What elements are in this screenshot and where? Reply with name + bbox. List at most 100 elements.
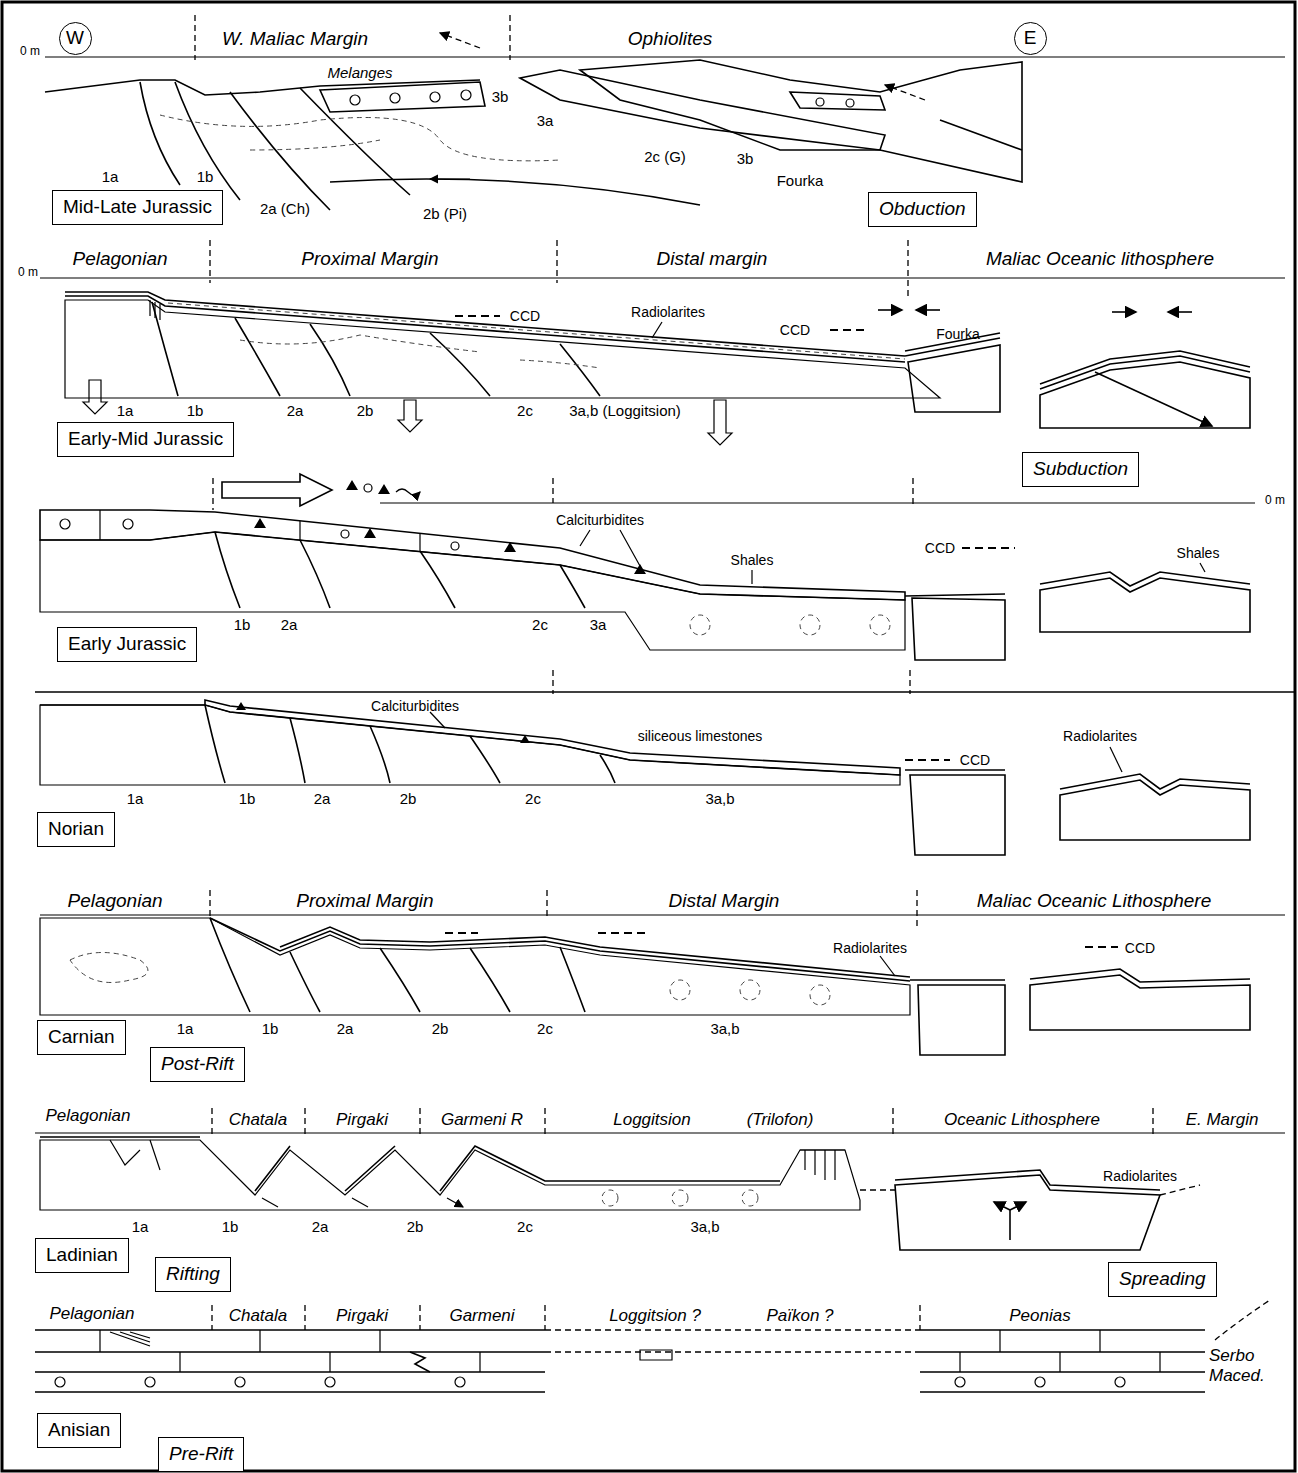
stage-box: Anisian — [37, 1413, 121, 1448]
region-label: Maliac Oceanic Lithosphere — [977, 890, 1211, 912]
region-label: Proximal Margin — [296, 890, 433, 912]
early-jurassic-section — [40, 474, 1255, 660]
layer-label: Fourka — [936, 326, 980, 342]
unit-number: 1a — [177, 1020, 194, 1037]
unit-number: 2a (Ch) — [260, 200, 310, 217]
layer-label: Melanges — [327, 64, 392, 81]
unit-number: 1a — [132, 1218, 149, 1235]
unit-number: 3a,b — [705, 790, 734, 807]
unit-number: 1b — [222, 1218, 239, 1235]
norian-section — [35, 670, 1296, 855]
node-text: Obduction — [879, 198, 966, 221]
node-text: Early-Mid Jurassic — [68, 428, 223, 451]
layer-label: CCD — [1125, 940, 1155, 956]
node-text: Early Jurassic — [68, 633, 186, 656]
region-label: Loggitsion ? — [609, 1306, 701, 1326]
unit-number: 2c — [532, 616, 548, 633]
region-label: Maliac Oceanic lithosphere — [986, 248, 1214, 270]
node-text: W — [66, 27, 84, 50]
depth-label: 0 m — [1265, 494, 1285, 508]
unit-number: 2b — [357, 402, 374, 419]
node-text: Pre-Rift — [169, 1443, 233, 1466]
process-box: Rifting — [155, 1257, 231, 1292]
unit-number: 2a — [314, 790, 331, 807]
process-box: Post-Rift — [150, 1047, 245, 1082]
region-label: E. Margin — [1186, 1110, 1259, 1130]
ladinian-section — [35, 1108, 1285, 1250]
stage-box: Mid-Late Jurassic — [52, 190, 223, 225]
region-label: Chatala — [229, 1306, 288, 1326]
stage-box: Carnian — [37, 1020, 126, 1055]
layer-label: CCD — [510, 308, 540, 324]
region-label: (Trilofon) — [747, 1110, 814, 1130]
compass-circle: E — [1014, 22, 1047, 55]
region-label: Païkon ? — [766, 1306, 833, 1326]
process-box: Subduction — [1022, 452, 1139, 487]
layer-label: Radiolarites — [1063, 728, 1137, 744]
region-label: Pelagonian — [67, 890, 162, 912]
region-label: Ophiolites — [628, 28, 713, 50]
unit-number: 2b (Pi) — [423, 205, 467, 222]
node-text: Carnian — [48, 1026, 115, 1049]
node-text: Ladinian — [46, 1244, 118, 1267]
unit-number: 3b — [737, 150, 754, 167]
region-label: Distal margin — [657, 248, 768, 270]
node-text: Anisian — [48, 1419, 110, 1442]
unit-number: 3a,b — [690, 1218, 719, 1235]
layer-label: Radiolarites — [833, 940, 907, 956]
stage-box: Ladinian — [35, 1238, 129, 1273]
node-text: Post-Rift — [161, 1053, 234, 1076]
stage-box: Norian — [37, 812, 115, 847]
unit-number: 2a — [281, 616, 298, 633]
region-label: Distal Margin — [669, 890, 780, 912]
depth-label: 0 m — [18, 266, 38, 280]
unit-number: 1b — [187, 402, 204, 419]
node-text: Rifting — [166, 1263, 220, 1286]
stage-box: Early Jurassic — [57, 627, 197, 662]
unit-number: 2c — [525, 790, 541, 807]
node-text: Subduction — [1033, 458, 1128, 481]
node-text: E — [1024, 27, 1037, 50]
region-label: W. Maliac Margin — [222, 28, 368, 50]
layer-label: CCD — [925, 540, 955, 556]
process-box: Spreading — [1108, 1262, 1217, 1297]
subduction-section — [40, 240, 1285, 445]
unit-number: 3a — [537, 112, 554, 129]
compass-circle: W — [59, 22, 92, 55]
region-label: Garmeni — [449, 1306, 514, 1326]
region-label: Peonias — [1009, 1306, 1070, 1326]
unit-number: 2b — [400, 790, 417, 807]
layer-label: Radiolarites — [1103, 1168, 1177, 1184]
unit-number: 3b — [492, 88, 509, 105]
unit-number: 1b — [234, 616, 251, 633]
region-label: Chatala — [229, 1110, 288, 1130]
layer-label: siliceous limestones — [638, 728, 763, 744]
layer-label: CCD — [780, 322, 810, 338]
region-label: Garmeni R — [441, 1110, 523, 1130]
region-label: Oceanic Lithosphere — [944, 1110, 1100, 1130]
unit-number: 1a — [117, 402, 134, 419]
unit-number: 2a — [312, 1218, 329, 1235]
layer-label: Calciturbidites — [371, 698, 459, 714]
unit-number: 2c — [517, 402, 533, 419]
layer-label: Fourka — [777, 172, 824, 189]
unit-number: 3a — [590, 616, 607, 633]
unit-number: 3a,b — [710, 1020, 739, 1037]
region-label: Proximal Margin — [301, 248, 438, 270]
unit-number: 3a,b (Loggitsion) — [569, 402, 681, 419]
unit-number: 2c — [517, 1218, 533, 1235]
node-text: Norian — [48, 818, 104, 841]
unit-number: 1b — [197, 168, 214, 185]
layer-label: Shales — [1177, 545, 1220, 561]
process-box: Obduction — [868, 192, 977, 227]
unit-number: 2c (G) — [644, 148, 686, 165]
process-box: Pre-Rift — [158, 1437, 244, 1472]
unit-number: 2a — [287, 402, 304, 419]
region-label: Pelagonian — [72, 248, 167, 270]
unit-number: 2c — [537, 1020, 553, 1037]
layer-label: Radiolarites — [631, 304, 705, 320]
anisian-section — [35, 1300, 1270, 1392]
depth-label: 0 m — [20, 45, 40, 59]
unit-number: 2a — [337, 1020, 354, 1037]
